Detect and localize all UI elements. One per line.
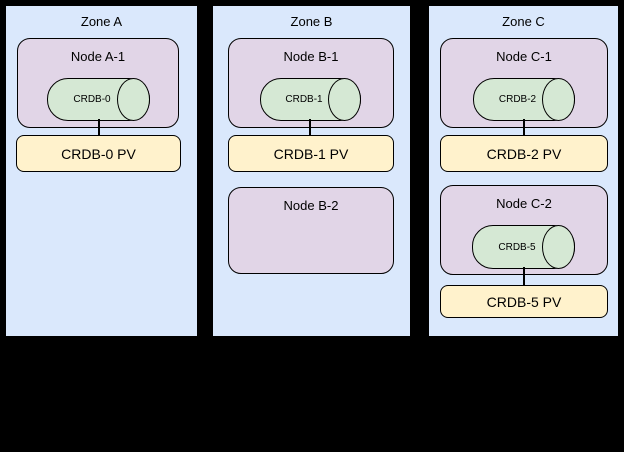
crdb-1-pv: CRDB-1 PV xyxy=(228,135,394,172)
node-b-1: Node B-1 CRDB-1 xyxy=(228,38,394,128)
cylinder-cap xyxy=(117,78,150,121)
crdb-5-label: CRDB-5 xyxy=(498,241,536,253)
crdb-2-label: CRDB-2 xyxy=(498,94,537,105)
crdb-5-cylinder: CRDB-5 xyxy=(472,225,575,269)
node-c-2: Node C-2 CRDB-5 xyxy=(440,185,608,275)
zone-c-title: Zone C xyxy=(502,14,545,29)
crdb-1-label: CRDB-1 xyxy=(285,94,323,105)
crdb-5-pv: CRDB-5 PV xyxy=(440,285,608,318)
node-b-2: Node B-2 xyxy=(228,187,394,274)
node-b-2-title: Node B-2 xyxy=(283,198,339,213)
connector-crdb-1-to-pv xyxy=(309,119,311,136)
zone-c: Zone C Node C-1 CRDB-2 CRDB-2 PV Node C-… xyxy=(427,4,620,338)
connector-crdb-2-to-pv xyxy=(523,119,525,136)
crdb-0-label: CRDB-0 xyxy=(73,94,111,105)
connector-crdb-5-to-pv xyxy=(523,267,525,286)
cylinder-cap xyxy=(542,225,575,269)
node-c-1: Node C-1 CRDB-2 xyxy=(440,38,608,128)
zone-a: Zone A Node A-1 CRDB-0 CRDB-0 PV xyxy=(4,4,199,338)
cylinder-cap xyxy=(542,78,575,121)
cylinder-cap xyxy=(328,78,361,121)
crdb-2-cylinder: CRDB-2 xyxy=(473,78,575,121)
crdb-1-cylinder: CRDB-1 xyxy=(260,78,361,121)
zone-a-title: Zone A xyxy=(80,14,123,29)
node-c-1-title: Node C-1 xyxy=(496,49,552,64)
crdb-0-cylinder: CRDB-0 xyxy=(47,78,150,121)
connector-crdb-0-to-pv xyxy=(98,119,100,136)
zone-b-title: Zone B xyxy=(290,14,333,29)
crdb-0-pv: CRDB-0 PV xyxy=(16,135,181,172)
node-a-1: Node A-1 CRDB-0 xyxy=(17,38,179,128)
node-a-1-title: Node A-1 xyxy=(70,49,126,64)
zone-b: Zone B Node B-1 CRDB-1 CRDB-1 PV Node B-… xyxy=(211,4,412,338)
node-c-2-title: Node C-2 xyxy=(496,196,552,211)
crdb-2-pv: CRDB-2 PV xyxy=(440,135,608,172)
node-b-1-title: Node B-1 xyxy=(283,49,339,64)
